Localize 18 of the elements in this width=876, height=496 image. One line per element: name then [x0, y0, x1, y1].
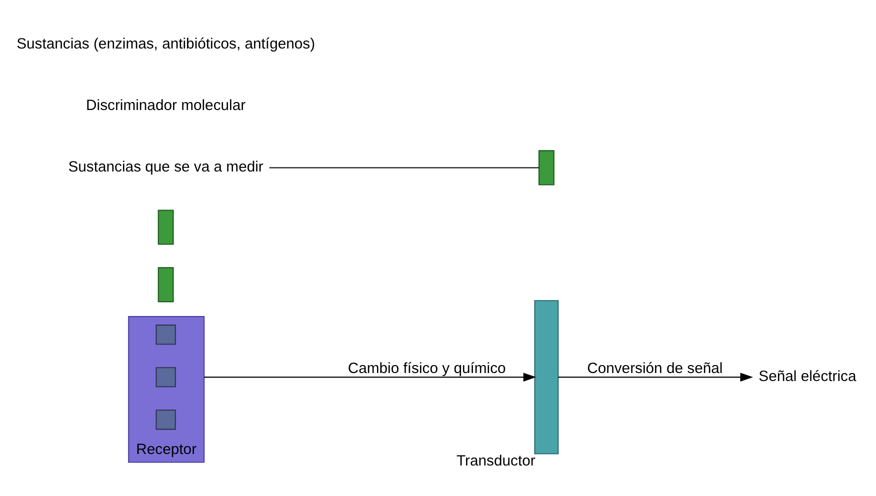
edge-label: Conversión de señal	[587, 361, 723, 378]
node-box	[156, 410, 176, 430]
node-text: Sustancias que se va a medir	[68, 160, 264, 176]
node-box	[534, 300, 559, 454]
label: Sustancias (enzimas, antibióticos, antígenos)	[16, 36, 316, 52]
node-text: Señal eléctrica	[758, 369, 856, 386]
node-label: Transductor	[456, 454, 536, 470]
node-bar	[158, 267, 174, 302]
edge-label: Cambio físico y químico	[348, 361, 506, 378]
node-bar	[158, 210, 174, 245]
node-box	[156, 324, 176, 345]
arrow	[558, 372, 754, 382]
cluster: Receptor	[128, 316, 205, 463]
connector	[269, 167, 539, 168]
node-box	[156, 367, 176, 388]
label: Discriminador molecular	[86, 98, 246, 114]
node-bar	[538, 150, 554, 186]
arrow	[204, 372, 536, 382]
